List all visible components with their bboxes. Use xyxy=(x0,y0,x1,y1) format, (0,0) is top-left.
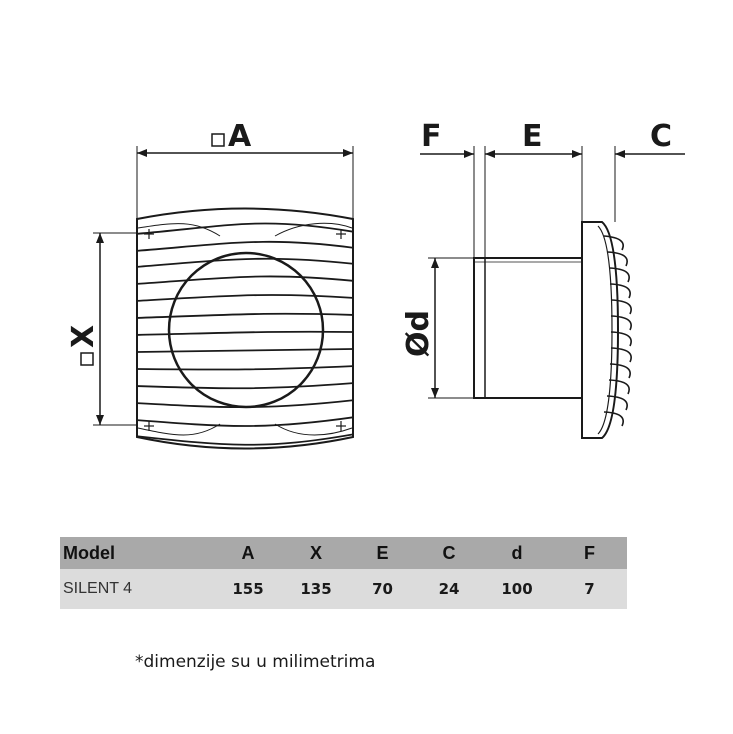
center-cover-circle xyxy=(167,251,325,409)
technical-drawing: A X xyxy=(66,119,685,450)
square-symbol-icon xyxy=(80,352,94,366)
specifications-table: Model A X E C d F SILENT 4 155 135 70 24… xyxy=(60,537,627,609)
louvre-fins xyxy=(603,235,632,427)
square-symbol-icon xyxy=(211,133,225,147)
header-e: E xyxy=(349,537,416,569)
table-header-row: Model A X E C d F xyxy=(60,537,627,569)
cell-f: 7 xyxy=(552,569,627,609)
screw-marks xyxy=(144,229,346,431)
cell-a: 155 xyxy=(213,569,283,609)
cell-c: 24 xyxy=(416,569,482,609)
dimension-d-label: Ød xyxy=(401,310,436,357)
cell-model: SILENT 4 xyxy=(60,569,213,609)
cell-x: 135 xyxy=(283,569,349,609)
header-f: F xyxy=(552,537,627,569)
cell-d: 100 xyxy=(482,569,552,609)
header-c: C xyxy=(416,537,482,569)
dimension-e-label: E xyxy=(522,119,543,154)
dimension-x-label: X xyxy=(66,325,101,348)
dimension-f-label: F xyxy=(421,119,442,154)
header-d: d xyxy=(482,537,552,569)
table-row: SILENT 4 155 135 70 24 100 7 xyxy=(60,569,627,609)
grille-side-profile xyxy=(581,221,620,439)
dimension-c-label: C xyxy=(650,119,672,154)
header-a: A xyxy=(213,537,283,569)
dimension-a-label: A xyxy=(228,119,252,154)
units-footnote: *dimenzije su u milimetrima xyxy=(135,652,376,672)
front-view: A X xyxy=(66,119,354,450)
cell-e: 70 xyxy=(349,569,416,609)
grille-louvres xyxy=(137,222,353,446)
header-model: Model xyxy=(60,537,213,569)
side-view: F E C Ød xyxy=(401,119,685,439)
header-x: X xyxy=(283,537,349,569)
spigot-tube xyxy=(473,257,583,399)
